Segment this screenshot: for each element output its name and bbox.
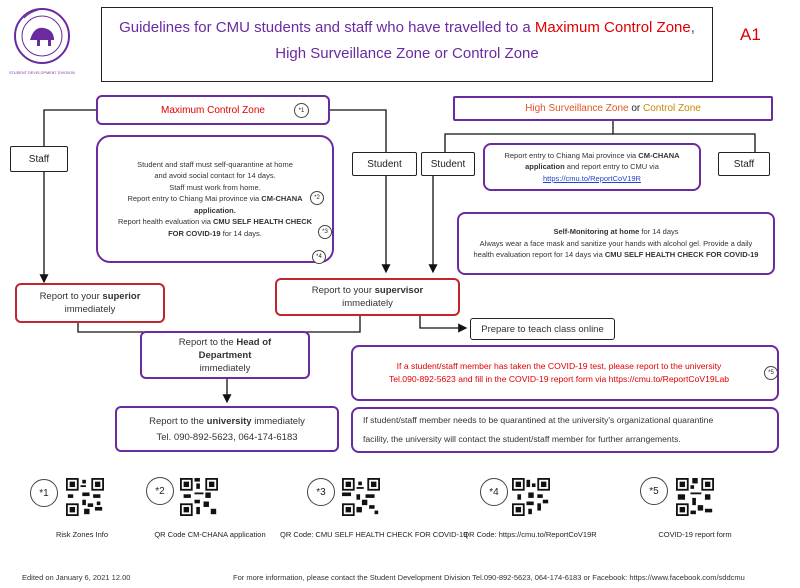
qr-code-health-check[interactable] — [342, 478, 380, 516]
report-superior-box: Report to your superior immediately — [15, 283, 165, 323]
self-monitoring-box: Self-Monitoring at home for 14 days Alwa… — [457, 212, 775, 275]
ref-4-circle: *4 — [312, 250, 326, 264]
ref-3-circle: *3 — [318, 225, 332, 239]
report-entry-application: application — [525, 162, 565, 172]
report-entry-cm-chana: CM-CHANA — [638, 150, 680, 160]
report-entry-link[interactable]: https://cmu.to/ReportCoV19R — [543, 173, 641, 183]
instr-line2: and avoid social contact for 14 days. — [154, 171, 276, 181]
univ-phone: Tel. 090-892-5623, 064-174-6183 — [156, 431, 298, 443]
right-student-text: Student — [430, 158, 466, 170]
instr-line4-pre: Report entry to Chiang Mai province via — [127, 194, 262, 204]
title-comma: , — [690, 19, 695, 36]
right-staff-label: Staff — [718, 152, 770, 176]
zone-high-label: High Surveillance Zone — [525, 103, 629, 114]
monitor-bold: Self-Monitoring at home — [553, 227, 640, 237]
instr-line3: Staff must work from home. — [169, 182, 261, 192]
left-staff-text: Staff — [28, 153, 50, 165]
qr-caption-4: QR Code: https://cmu.to/ReportCoV19R — [463, 530, 597, 539]
teach-online-box: Prepare to teach class online — [470, 318, 615, 340]
qr-code-cm-chana[interactable] — [180, 478, 218, 516]
high-surveillance-zone-box: High Surveillance Zone or Control Zone — [453, 96, 773, 121]
quarantine-box: If student/staff member needs to be quar… — [351, 407, 779, 453]
ref-5-circle: *5 — [764, 366, 778, 380]
supervisor-post: immediately — [342, 298, 393, 309]
title-red: Maximum Control Zone — [534, 19, 691, 36]
qr-caption-5: COVID-19 report form — [658, 530, 732, 539]
qr-badge-2: *2 — [146, 477, 174, 505]
instr-line5: application. — [194, 205, 236, 215]
right-staff-text: Staff — [733, 158, 755, 170]
superior-bold: superior — [102, 291, 141, 302]
monitor-line3-pre: health evaluation report for 14 days via — [473, 250, 605, 260]
left-student-text: Student — [367, 158, 402, 170]
report-university-box: Report to the university immediately Tel… — [115, 406, 339, 452]
qr-caption-3: QR Code: CMU SELF HEALTH CHECK FOR COVID… — [280, 530, 468, 539]
logo-caption: STUDENT DEVELOPMENT DIVISION — [9, 71, 75, 75]
title-part1: Guidelines for CMU students and staff wh… — [119, 19, 535, 36]
superior-pre: Report to your — [39, 291, 103, 302]
qr-code-report-cov19r[interactable] — [512, 478, 550, 516]
report-entry-post: and report entry to CMU via — [564, 162, 659, 172]
head-bold2: Department — [198, 349, 252, 361]
report-entry-box: Report entry to Chiang Mai province via … — [483, 143, 701, 191]
right-student-label: Student — [421, 152, 475, 176]
report-entry-pre: Report entry to Chiang Mai province via — [504, 150, 639, 160]
ref-2-circle: *2 — [310, 191, 324, 205]
monitor-line2: Always wear a face mask and sanitize you… — [479, 238, 753, 248]
head-bold1: Head of — [236, 336, 272, 348]
max-zone-instructions-box: Student and staff must self-quarantine a… — [96, 135, 334, 263]
univ-pre: Report to the — [149, 415, 207, 427]
qr-code-covid-report-form[interactable] — [676, 478, 714, 516]
head-post: immediately — [199, 362, 251, 374]
page-code: A1 — [740, 25, 761, 44]
left-student-label: Student — [352, 152, 417, 176]
qr-badge-4: *4 — [480, 478, 508, 506]
univ-bold: university — [206, 415, 252, 427]
quarantine-line1: If student/staff member needs to be quar… — [363, 415, 714, 425]
maximum-control-zone-label: Maximum Control Zone — [161, 104, 265, 116]
covid-test-line1: If a student/staff member has taken the … — [396, 361, 722, 371]
covid-test-line2: Tel.090-892-5623 and fill in the COVID-1… — [388, 374, 730, 384]
left-staff-label: Staff — [10, 146, 68, 172]
qr-code-risk-zones[interactable] — [66, 478, 104, 516]
report-head-of-department-box: Report to the Head of Department immedia… — [140, 331, 310, 379]
qr-caption-2: QR Code CM-CHANA application — [154, 530, 266, 539]
head-pre: Report to the — [178, 336, 237, 348]
supervisor-pre: Report to your — [311, 285, 375, 296]
zone-control-label: Control Zone — [643, 103, 701, 114]
cmu-logo: STUDENT DEVELOPMENT DIVISION — [8, 6, 76, 76]
univ-post: immediately — [251, 415, 305, 427]
report-supervisor-box: Report to your supervisor immediately — [275, 278, 460, 316]
zone-or-label: or — [628, 103, 644, 114]
qr-caption-1: Risk Zones Info — [55, 530, 109, 539]
ref-1-circle: *1 — [294, 103, 309, 118]
footer-contact: For more information, please contact the… — [233, 573, 745, 582]
qr-badge-3: *3 — [307, 478, 335, 506]
covid-test-box: If a student/staff member has taken the … — [351, 345, 779, 401]
monitor-line3-bold: CMU SELF HEALTH CHECK FOR COVID-19 — [604, 250, 759, 260]
title-box: Guidelines for CMU students and staff wh… — [101, 7, 713, 82]
instr-line7-post: for 14 days. — [220, 228, 262, 238]
instr-line7: FOR COVID-19 — [168, 228, 221, 238]
instr-line1: Student and staff must self-quarantine a… — [137, 159, 293, 169]
maximum-control-zone-box: Maximum Control Zone — [96, 95, 330, 125]
qr-badge-1: *1 — [30, 479, 58, 507]
monitor-rest: for 14 days — [639, 227, 679, 237]
qr-badge-5: *5 — [640, 477, 668, 505]
supervisor-bold: supervisor — [374, 285, 424, 296]
instr-health-check: CMU SELF HEALTH CHECK — [213, 217, 313, 227]
footer-edited: Edited on January 6, 2021 12.00 — [22, 573, 131, 582]
teach-online-text: Prepare to teach class online — [481, 323, 604, 335]
superior-post: immediately — [64, 304, 116, 315]
title-line2: High Surveillance Zone or Control Zone — [275, 45, 539, 62]
instr-cm-chana: CM-CHANA — [261, 194, 303, 204]
quarantine-line2: facility, the university will contact th… — [363, 434, 681, 444]
instr-line6-pre: Report health evaluation via — [117, 217, 214, 227]
